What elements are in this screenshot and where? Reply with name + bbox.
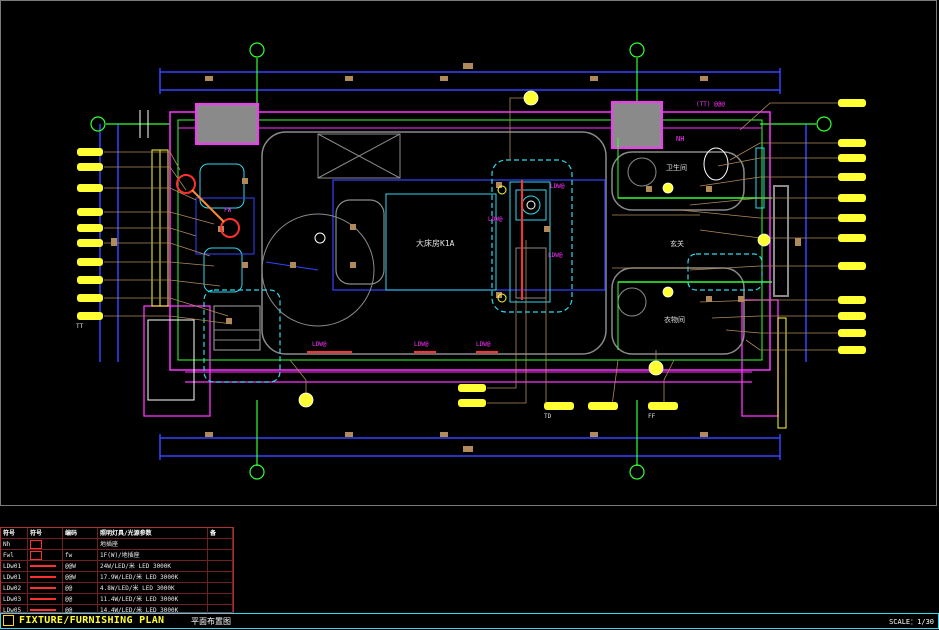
legend-spec-code: @@ xyxy=(62,593,98,605)
legend-code: Nh xyxy=(1,538,28,550)
columns xyxy=(195,101,663,149)
fixture-code-bath-note: (TT) @@@ xyxy=(696,101,725,108)
legend-remark xyxy=(207,582,233,594)
led-strip-symbol-icon xyxy=(30,598,56,600)
legend-header: 编码 xyxy=(62,528,98,539)
led-strip-symbol-icon xyxy=(30,609,56,611)
fixture-box-symbol-icon xyxy=(30,539,42,549)
legend-row: Nh 地插座 xyxy=(1,538,233,550)
legend-symbol xyxy=(27,582,63,594)
walls xyxy=(139,110,789,429)
legend-header-row: 符号 符号 编码 照明灯具/光源参数 备 xyxy=(1,528,233,539)
legend-row: LDw03 @@11.4W/LED/米 LED 3000K xyxy=(1,593,233,605)
legend-header: 符号 xyxy=(1,528,28,539)
fixture-code-strip-b: LDW@ xyxy=(414,341,429,348)
legend-spec-code: @@W xyxy=(62,560,98,572)
legend-description: 24W/LED/米 LED 3000K xyxy=(97,560,208,572)
room-label-bedroom: 大床房K1A xyxy=(416,238,455,248)
legend-spec-code: @@W xyxy=(62,571,98,583)
fixture-code-fw: FW xyxy=(224,207,232,214)
fixture-code-nh: NH xyxy=(676,135,684,143)
legend-spec-code: fw xyxy=(62,549,98,561)
plan-title-en: FIXTURE/FURNISHING PLAN xyxy=(19,615,165,626)
led-strip-symbol-icon xyxy=(30,576,56,578)
title-block: FIXTURE/FURNISHING PLAN 平面布置图 SCALE：1/30 xyxy=(0,613,939,629)
legend-remark xyxy=(207,538,233,550)
fixture-code-strip-a: LDW@ xyxy=(312,341,327,348)
room-label-entry: 玄关 xyxy=(670,239,684,248)
ceiling-zones xyxy=(203,159,763,383)
downlights xyxy=(298,90,771,408)
legend-code: LDw02 xyxy=(1,582,28,594)
fixture-code-ld2: LDW@ xyxy=(488,216,503,223)
fixture-box-symbol-icon xyxy=(30,550,42,560)
fixture-code-ld3: LDW@ xyxy=(548,252,563,259)
room-label-bath: 卫生间 xyxy=(666,163,687,172)
accent-circles xyxy=(176,174,536,303)
legend-symbol xyxy=(27,593,63,605)
led-strip-symbol-icon xyxy=(30,587,56,589)
legend-header: 符号 xyxy=(27,528,63,539)
legend-remark xyxy=(207,549,233,561)
legend-symbol xyxy=(27,538,63,550)
legend-header: 备 xyxy=(207,528,233,539)
room-label-closet: 衣物间 xyxy=(664,315,685,324)
legend-remark xyxy=(207,593,233,605)
dimension-tags xyxy=(111,63,801,452)
plan-labels: 大床房K1A 卫生间 玄关 衣物间 LDW@ LDW@ LDW@ LDW@ LD… xyxy=(76,101,725,420)
fixture-tags-left xyxy=(77,148,103,320)
fixture-code-strip-c: LDW@ xyxy=(476,341,491,348)
fixture-code-ff: FF xyxy=(648,413,656,420)
fixture-code-tt: TT xyxy=(76,323,84,330)
legend-spec-code: @@ xyxy=(62,582,98,594)
legend-description: 11.4W/LED/米 LED 3000K xyxy=(97,593,208,605)
floor-plan-drawing: 大床房K1A 卫生间 玄关 衣物间 LDW@ LDW@ LDW@ LDW@ LD… xyxy=(76,42,866,480)
legend-code: LDw03 xyxy=(1,593,28,605)
fixture-tags-right xyxy=(838,99,866,354)
legend-header: 照明灯具/光源参数 xyxy=(97,528,208,539)
plan-title-zh: 平面布置图 xyxy=(191,617,231,626)
title-logo-icon xyxy=(3,615,14,626)
led-strips xyxy=(307,180,523,353)
legend-spec-code xyxy=(62,538,98,550)
legend-remark xyxy=(207,560,233,572)
callout-lines xyxy=(104,97,838,407)
fixture-tags-bottom xyxy=(458,384,678,410)
legend-code: Fwl xyxy=(1,549,28,561)
legend-symbol xyxy=(27,560,63,572)
legend-description: 17.9W/LED/米 LED 3000K xyxy=(97,571,208,583)
legend-description: 4.8W/LED/米 LED 3000K xyxy=(97,582,208,594)
legend-description: 地插座 xyxy=(97,538,208,550)
legend-remark xyxy=(207,571,233,583)
legend-symbol xyxy=(27,549,63,561)
plan-scale: SCALE：1/30 xyxy=(889,618,934,626)
furniture xyxy=(195,133,772,351)
small-fixtures xyxy=(218,178,744,324)
legend-symbol xyxy=(27,571,63,583)
led-strip-symbol-icon xyxy=(30,565,56,567)
fixture-code-ld1: LDW@ xyxy=(550,183,565,190)
fixture-code-td: TD xyxy=(544,413,552,420)
legend-code: LDw01 xyxy=(1,560,28,572)
legend-row: LDw02 @@4.8W/LED/米 LED 3000K xyxy=(1,582,233,594)
legend-code: LDw01 xyxy=(1,571,28,583)
legend-description: 1F(W)/地插座 xyxy=(97,549,208,561)
